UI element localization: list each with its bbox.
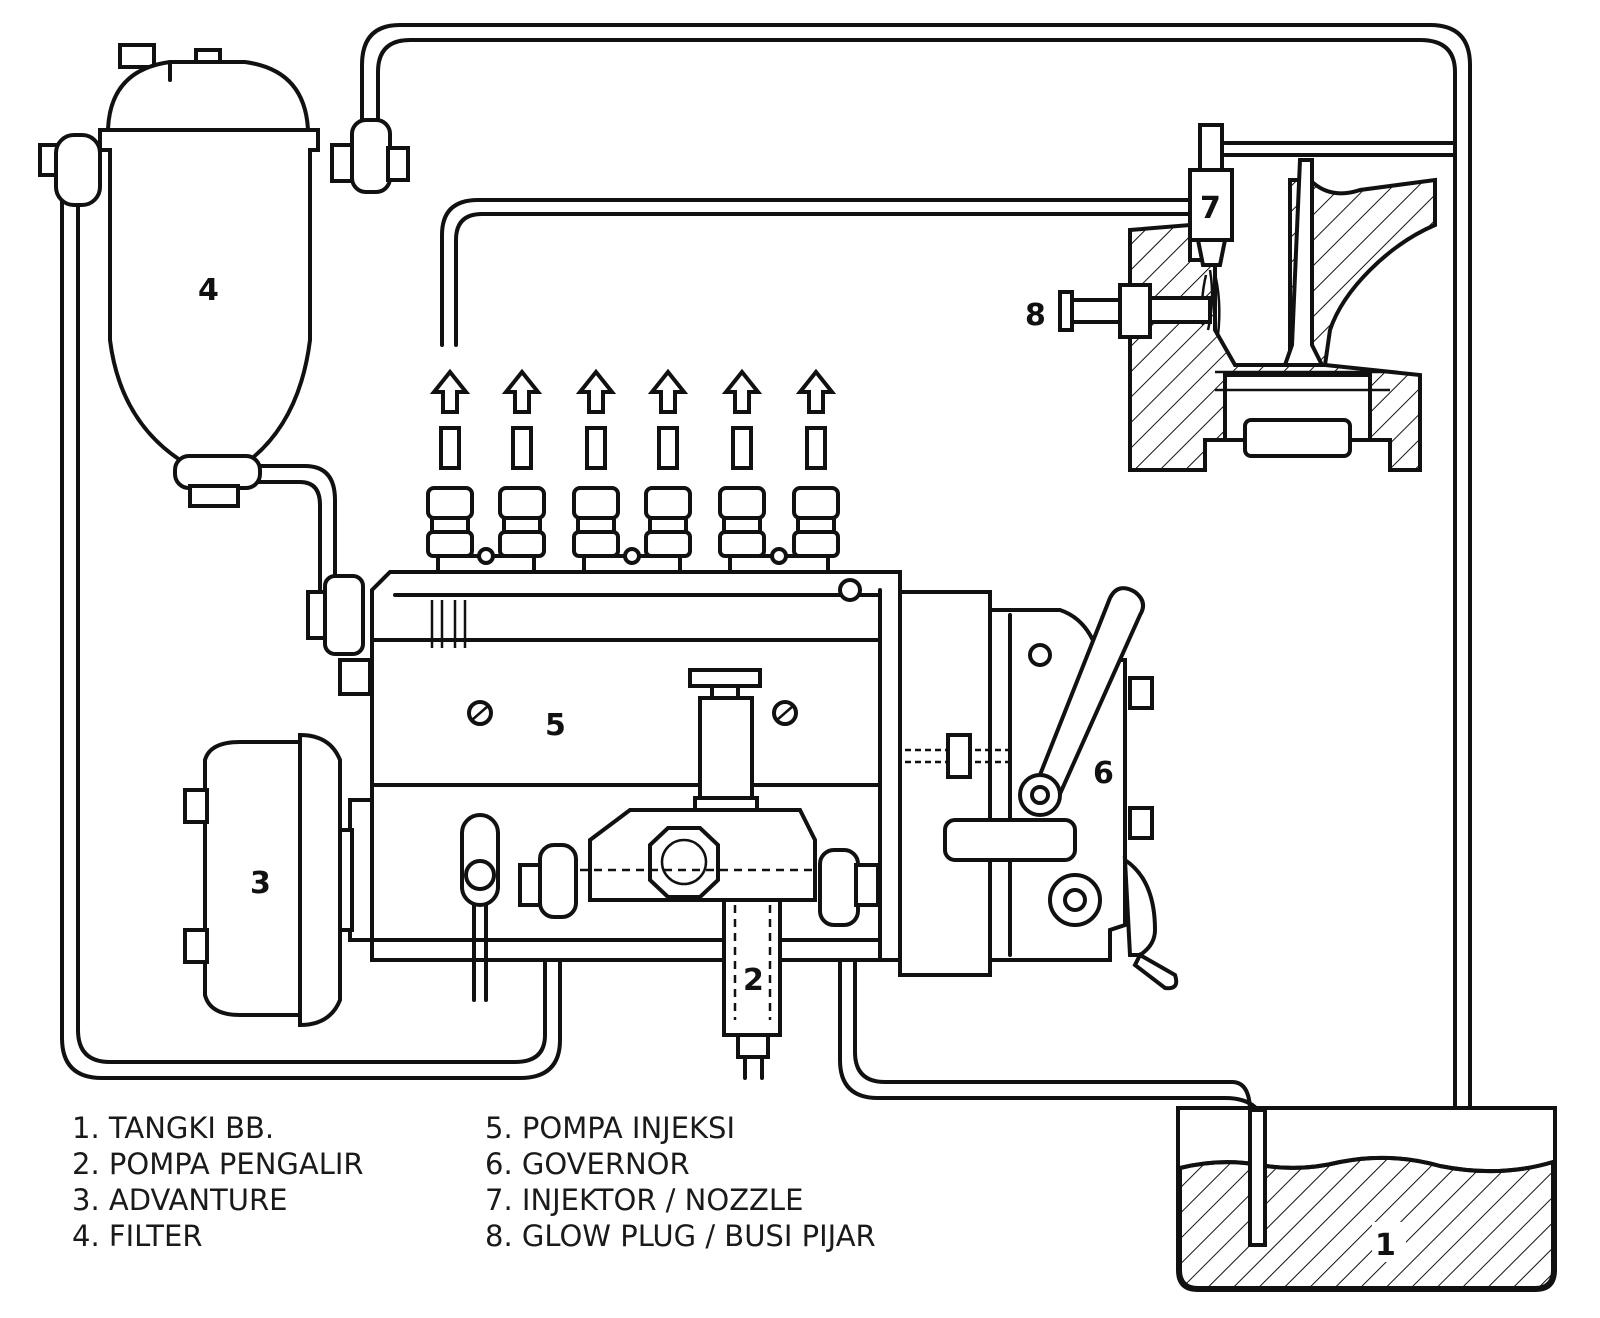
label-injector-number: 7 [1200,191,1221,226]
legend-item: 2. POMPA PENGALIR [72,1147,364,1181]
feed-pump: 2 [518,808,880,1080]
delivery-valve-nut [644,486,692,520]
delivery-valve-neck [722,516,762,534]
delivery-valve-neck [576,516,616,534]
label-governor-number: 6 [1093,756,1114,791]
governor: 6 [898,586,1179,991]
delivery-valve-holder [498,530,546,558]
flow-arrow-icon [575,368,617,414]
fuel-tank: 1 [1176,1106,1557,1292]
label-glow-plug-number: 8 [1025,298,1046,333]
legend-item: 5. POMPA INJEKSI [485,1111,736,1145]
delivery-pipe [439,426,461,470]
label-filter-number: 4 [198,273,219,308]
delivery-valve-holder [644,530,692,558]
label-feed-pump-number: 2 [743,963,764,998]
flow-arrow-icon [501,368,543,414]
delivery-valve-neck [502,516,542,534]
delivery-pipe [585,426,607,470]
delivery-valve-neck [648,516,688,534]
flow-arrow-icon [647,368,689,414]
yoke-bolt [770,547,788,565]
legend-right: 5. POMPA INJEKSI 6. GOVERNOR 7. INJEKTOR… [485,1110,876,1254]
delivery-valve-holder [572,530,620,558]
legend-left: 1. TANGKI BB. 2. POMPA PENGALIR 3. ADVAN… [72,1110,364,1254]
injection-pump: 5 [306,570,902,1002]
legend-item: 1. TANGKI BB. [72,1111,275,1145]
engine-cylinder-head: 7 8 [1025,123,1437,472]
legend-item: 3. ADVANTURE [72,1183,288,1217]
label-injection-pump-number: 5 [545,708,566,743]
yoke-bolt [477,547,495,565]
delivery-pipe [511,426,533,470]
delivery-valve-nut [792,486,840,520]
yoke-bolt [623,547,641,565]
legend-item: 6. GOVERNOR [485,1147,690,1181]
flow-arrow-icon [429,368,471,414]
delivery-valve-holder [792,530,840,558]
legend-item: 7. INJEKTOR / NOZZLE [485,1183,804,1217]
delivery-valve-nut [718,486,766,520]
delivery-valves [426,368,840,574]
flow-arrow-icon [721,368,763,414]
delivery-valve-holder [718,530,766,558]
fuel-lines [60,23,1472,1247]
delivery-pipe [657,426,679,470]
delivery-valve-nut [572,486,620,520]
delivery-valve-neck [430,516,470,534]
delivery-valve-neck [796,516,836,534]
flow-arrow-icon [795,368,837,414]
delivery-pipe [731,426,753,470]
label-tank-number: 1 [1375,1228,1396,1263]
legend-item: 8. GLOW PLUG / BUSI PIJAR [485,1219,876,1253]
fuel-filter: 4 [38,43,410,508]
delivery-valve-nut [426,486,474,520]
delivery-valve-nut [498,486,546,520]
legend-item: 4. FILTER [72,1219,203,1253]
delivery-pipe [805,426,827,470]
label-advance-unit-number: 3 [250,866,271,901]
delivery-valve-holder [426,530,474,558]
advance-unit: 3 [183,732,354,1028]
